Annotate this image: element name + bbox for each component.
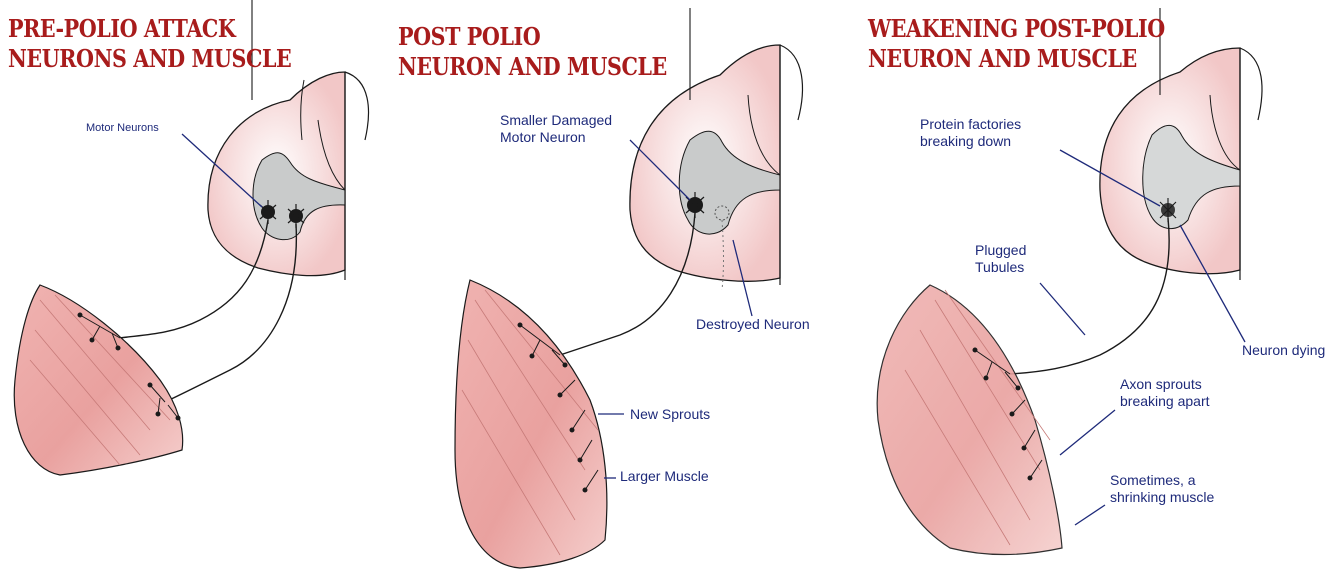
- label-shrinking-muscle-line-2: shrinking muscle: [1110, 489, 1214, 506]
- label-axon-sprouts-line-1: Axon sprouts: [1120, 376, 1210, 393]
- panel-3-title-line-1: WEAKENING POST-POLIO: [868, 14, 1165, 44]
- label-new-sprouts: New Sprouts: [630, 406, 710, 423]
- panel-3-title: WEAKENING POST-POLIO NEURON AND MUSCLE: [868, 14, 1165, 74]
- label-plugged-tubules-line-1: Plugged: [975, 242, 1026, 259]
- label-protein-factories-line-2: breaking down: [920, 133, 1021, 150]
- panel-3-title-line-2: NEURON AND MUSCLE: [868, 44, 1165, 74]
- panel-2-title-line-2: NEURON AND MUSCLE: [398, 52, 667, 82]
- panel-1-title-line-2: NEURONS AND MUSCLE: [8, 44, 291, 74]
- label-smaller-damaged-motor-neuron: Smaller Damaged Motor Neuron: [500, 112, 612, 146]
- label-axon-sprouts-line-2: breaking apart: [1120, 393, 1210, 410]
- label-destroyed-neuron: Destroyed Neuron: [696, 316, 810, 333]
- label-protein-factories-line-1: Protein factories: [920, 116, 1021, 133]
- label-plugged-tubules: Plugged Tubules: [975, 242, 1026, 276]
- label-protein-factories: Protein factories breaking down: [920, 116, 1021, 150]
- label-motor-neurons: Motor Neurons: [86, 120, 159, 137]
- label-smaller-damaged-line-1: Smaller Damaged: [500, 112, 612, 129]
- label-shrinking-muscle-line-1: Sometimes, a: [1110, 472, 1214, 489]
- panel-1-title-line-1: PRE-POLIO ATTACK: [8, 14, 291, 44]
- muscle-1: [14, 285, 182, 475]
- label-neuron-dying: Neuron dying: [1242, 342, 1325, 359]
- panel-2-title: POST POLIO NEURON AND MUSCLE: [398, 22, 667, 82]
- label-smaller-damaged-line-2: Motor Neuron: [500, 129, 612, 146]
- label-axon-sprouts: Axon sprouts breaking apart: [1120, 376, 1210, 410]
- muscle-3: [877, 285, 1062, 554]
- panel-2-title-line-1: POST POLIO: [398, 22, 667, 52]
- panel-1-title: PRE-POLIO ATTACK NEURONS AND MUSCLE: [8, 14, 291, 74]
- label-plugged-tubules-line-2: Tubules: [975, 259, 1026, 276]
- muscle-2: [455, 280, 607, 568]
- label-larger-muscle: Larger Muscle: [620, 468, 709, 485]
- label-shrinking-muscle: Sometimes, a shrinking muscle: [1110, 472, 1214, 506]
